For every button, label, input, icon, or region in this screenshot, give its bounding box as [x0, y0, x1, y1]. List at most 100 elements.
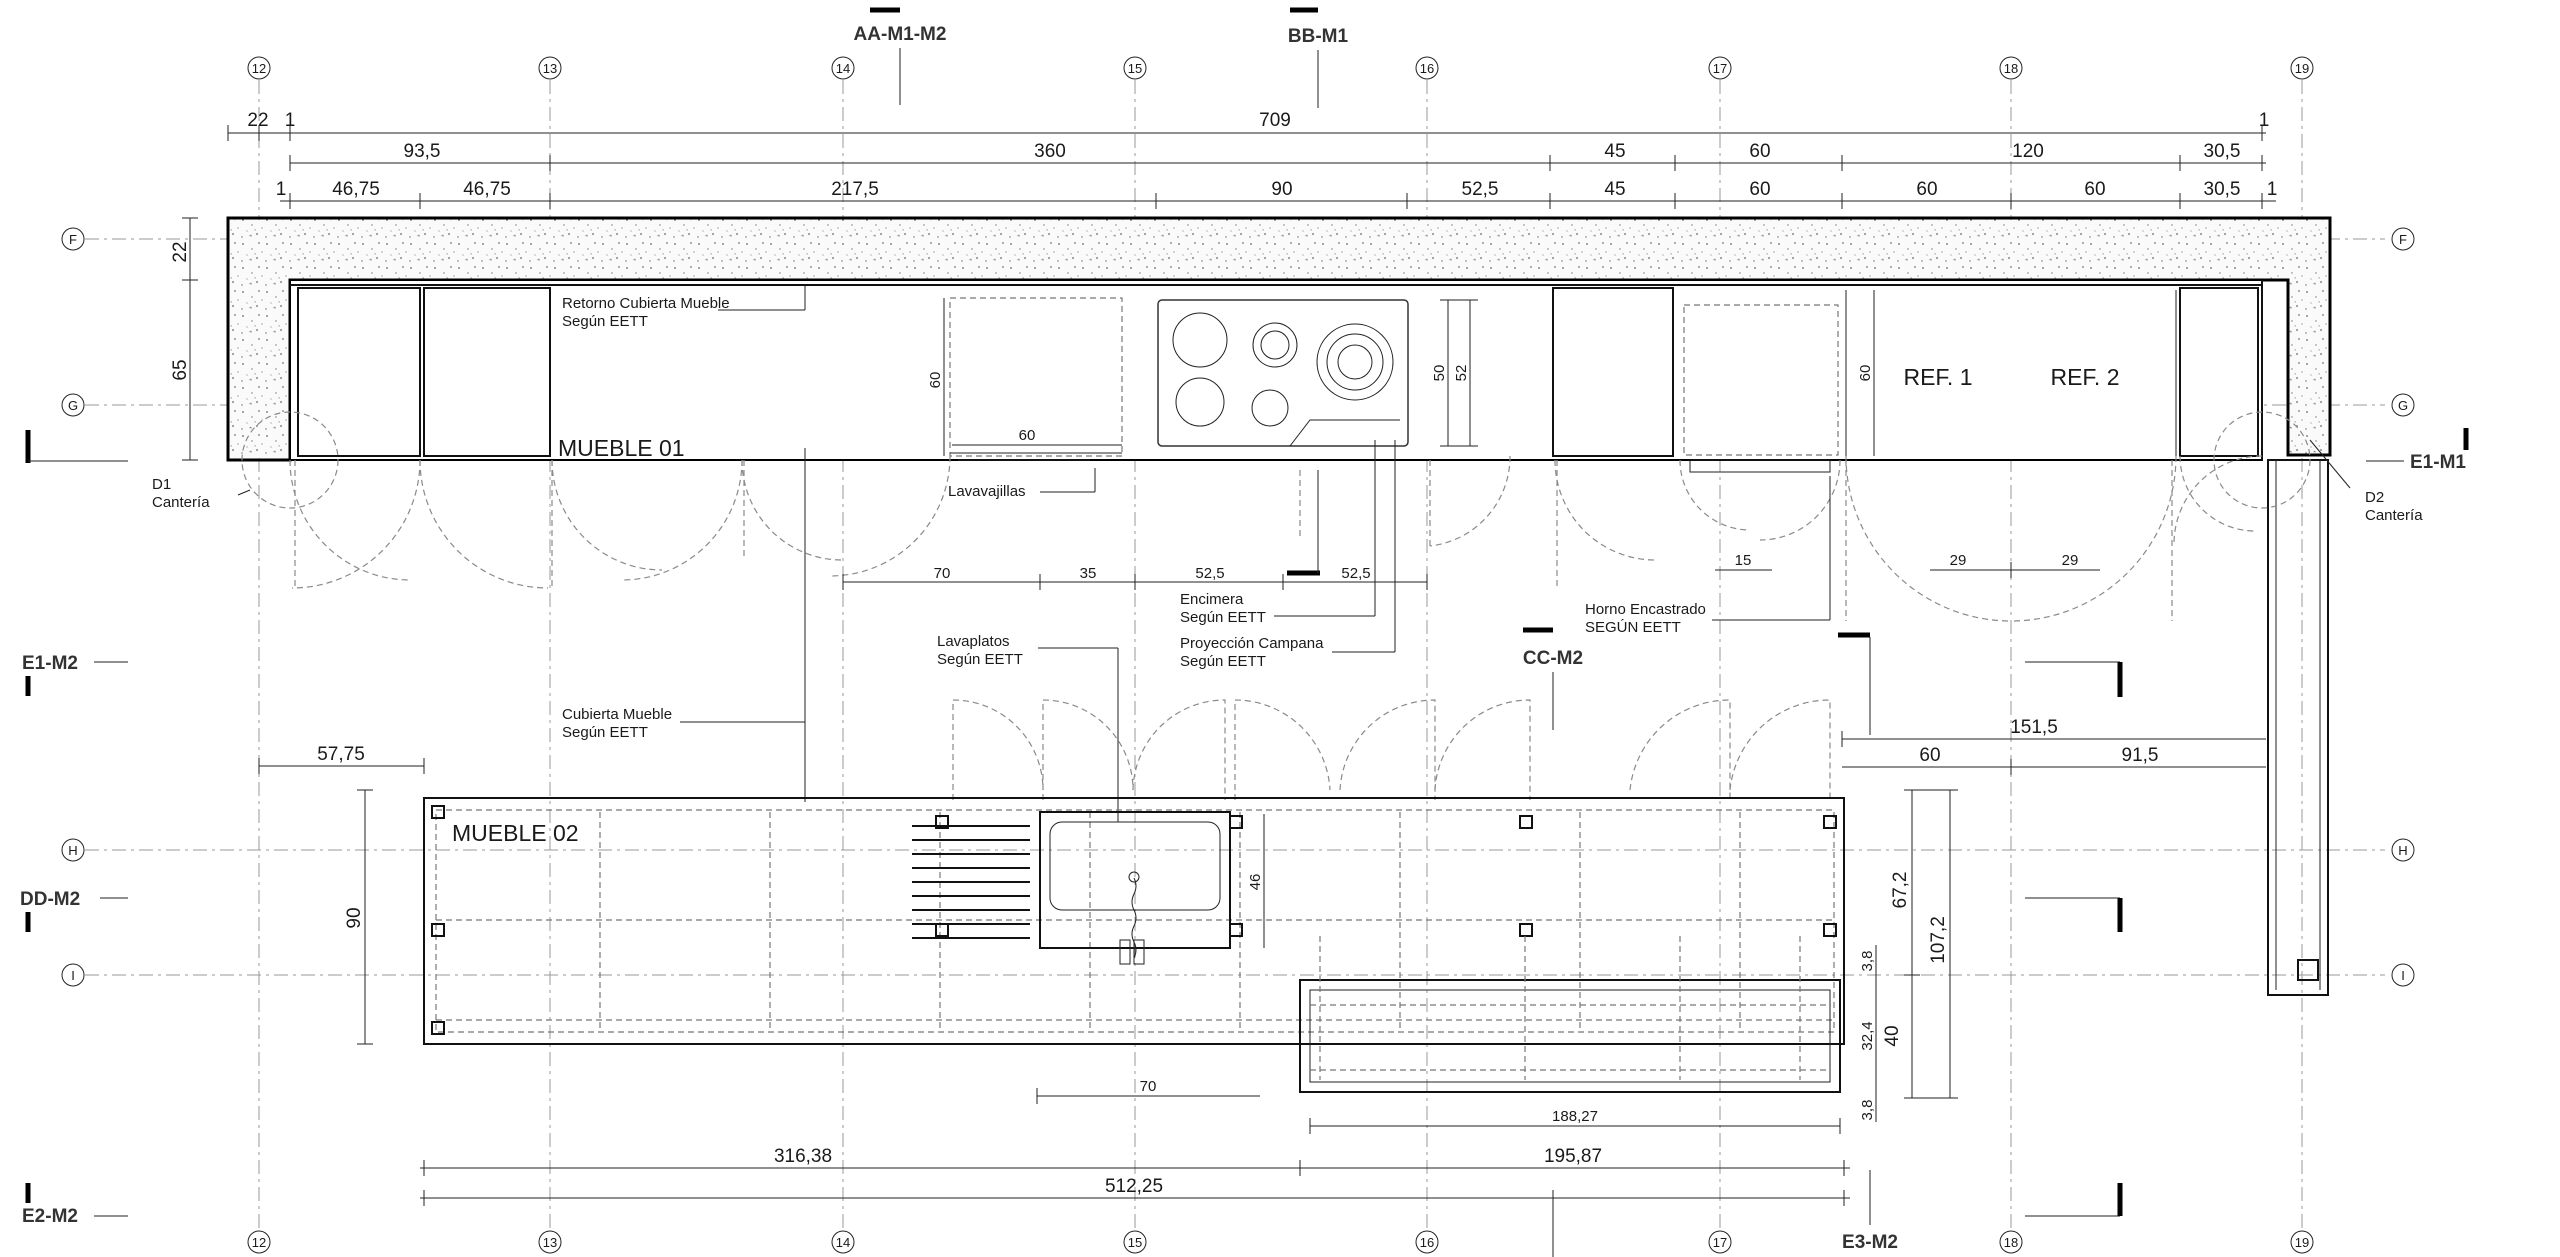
svg-text:G: G [68, 398, 78, 413]
svg-text:107,2: 107,2 [1928, 916, 1949, 964]
grid-bubble-16: 16 [1415, 56, 1439, 80]
svg-text:70: 70 [1140, 1078, 1157, 1095]
svg-text:60: 60 [1857, 365, 1874, 382]
svg-text:Lavaplatos: Lavaplatos [937, 633, 1010, 650]
svg-text:30,5: 30,5 [2204, 179, 2241, 200]
svg-text:60: 60 [1749, 179, 1770, 200]
section-e1-m2: E1-M2 [22, 653, 2123, 697]
svg-text:60: 60 [2084, 179, 2105, 200]
svg-text:60: 60 [1749, 141, 1770, 162]
svg-text:32,4: 32,4 [1859, 1021, 1876, 1050]
svg-text:22: 22 [170, 241, 191, 262]
grid-bubble-19: 19 [2290, 56, 2314, 80]
svg-text:3,8: 3,8 [1859, 951, 1876, 972]
svg-text:Retorno Cubierta Mueble: Retorno Cubierta Mueble [562, 295, 730, 312]
svg-text:16: 16 [1420, 61, 1434, 76]
grid-bubble-i-left: I [61, 963, 85, 987]
mueble-01-label: MUEBLE 01 [558, 435, 685, 461]
section-aa: AA-M1-M2 [854, 7, 947, 105]
door-swings-island [952, 699, 1831, 800]
svg-text:16: 16 [1420, 1235, 1434, 1250]
svg-text:217,5: 217,5 [831, 179, 879, 200]
svg-text:1: 1 [276, 179, 287, 200]
svg-text:E1-M2: E1-M2 [22, 653, 78, 674]
svg-text:45: 45 [1604, 141, 1625, 162]
svg-text:60: 60 [927, 372, 944, 389]
grid-bubble-18: 18 [1999, 56, 2023, 80]
svg-text:93,5: 93,5 [404, 141, 441, 162]
grid-bubble-g-left: G [61, 393, 85, 417]
section-dd: DD-M2 [20, 889, 2123, 932]
section-e2: E2-M2 [22, 1183, 2123, 1227]
grid-bubble-h-left: H [61, 838, 85, 862]
svg-text:52,5: 52,5 [1195, 565, 1224, 582]
svg-text:12: 12 [252, 61, 266, 76]
svg-text:40: 40 [1882, 1025, 1903, 1046]
top-dimensions: 22 1 709 1 93,5 360 45 60 120 30,5 1 46,… [227, 110, 2278, 209]
svg-text:50: 50 [1431, 365, 1448, 382]
svg-text:Según EETT: Según EETT [562, 313, 648, 330]
grid-bubble-14-bottom: 14 [831, 1230, 855, 1254]
svg-text:H: H [2398, 843, 2407, 858]
grid-bubble-19-bottom: 19 [2290, 1230, 2314, 1254]
svg-text:316,38: 316,38 [774, 1146, 832, 1167]
grid-bubble-16-bottom: 16 [1415, 1230, 1439, 1254]
svg-text:F: F [69, 232, 77, 247]
svg-text:BB-M1: BB-M1 [1288, 26, 1349, 47]
grid-bubble-f-left: F [61, 227, 85, 251]
grid-bubble-17-bottom: 17 [1708, 1230, 1732, 1254]
section-bb: BB-M1 [1288, 7, 1349, 108]
grid-bubble-13-bottom: 13 [538, 1230, 562, 1254]
svg-text:120: 120 [2012, 141, 2044, 162]
svg-text:Encimera: Encimera [1180, 591, 1244, 608]
row-markers: F G H I F G H I [61, 227, 2415, 987]
grid-bubble-15-bottom: 15 [1123, 1230, 1147, 1254]
grid-bubble-g-right: G [2391, 393, 2415, 417]
svg-text:91,5: 91,5 [2122, 745, 2159, 766]
grid-bubble-15: 15 [1123, 56, 1147, 80]
svg-text:60: 60 [1916, 179, 1937, 200]
svg-text:17: 17 [1713, 61, 1727, 76]
svg-text:1: 1 [2259, 110, 2270, 131]
grid-bubble-i-right: I [2391, 963, 2415, 987]
grid-bubble-14: 14 [831, 56, 855, 80]
svg-text:Horno Encastrado: Horno Encastrado [1585, 601, 1706, 618]
svg-text:AA-M1-M2: AA-M1-M2 [854, 24, 947, 45]
svg-text:13: 13 [543, 1235, 557, 1250]
svg-text:60: 60 [1019, 427, 1036, 444]
svg-text:151,5: 151,5 [2010, 717, 2058, 738]
svg-text:CC-M2: CC-M2 [1523, 648, 1583, 669]
svg-text:E3-M2: E3-M2 [1842, 1232, 1898, 1253]
svg-text:29: 29 [2062, 552, 2079, 569]
svg-text:13: 13 [543, 61, 557, 76]
svg-text:18: 18 [2004, 1235, 2018, 1250]
svg-text:I: I [2401, 968, 2405, 983]
svg-text:Cantería: Cantería [152, 494, 210, 511]
svg-text:18: 18 [2004, 61, 2018, 76]
svg-text:46,75: 46,75 [332, 179, 380, 200]
svg-text:14: 14 [836, 61, 850, 76]
svg-text:19: 19 [2295, 61, 2309, 76]
svg-text:15: 15 [1735, 552, 1752, 569]
svg-text:Según EETT: Según EETT [937, 651, 1023, 668]
svg-text:35: 35 [1080, 565, 1097, 582]
svg-text:57,75: 57,75 [317, 744, 365, 765]
grid-bubble-f-right: F [2391, 227, 2415, 251]
column-markers-top: 12 13 14 15 16 17 18 19 [247, 56, 2314, 80]
left-dimensions: 22 65 [170, 217, 198, 461]
island-dimensions: 90 46 67,2 107,2 3,8 32,4 40 3,8 70 188,… [344, 789, 1958, 1206]
mueble-01-dimensions: 60 60 50 52 60 [927, 290, 1875, 456]
svg-text:195,87: 195,87 [1544, 1146, 1602, 1167]
section-markers: AA-M1-M2 BB-M1 CC-M2 DD-M2 E1-M2 [20, 7, 2469, 1257]
svg-text:Según EETT: Según EETT [1180, 653, 1266, 670]
svg-text:1: 1 [2267, 179, 2278, 200]
svg-text:E1-M1: E1-M1 [2410, 452, 2466, 473]
svg-text:709: 709 [1259, 110, 1291, 131]
svg-text:90: 90 [344, 907, 365, 928]
annotations: Retorno Cubierta Mueble Según EETT Lavav… [562, 286, 1831, 822]
svg-text:52: 52 [1453, 365, 1470, 382]
ref-1-label: REF. 1 [1903, 364, 1972, 390]
svg-text:F: F [2399, 232, 2407, 247]
canteria-details: D1 Cantería D2 Cantería [152, 411, 2423, 524]
